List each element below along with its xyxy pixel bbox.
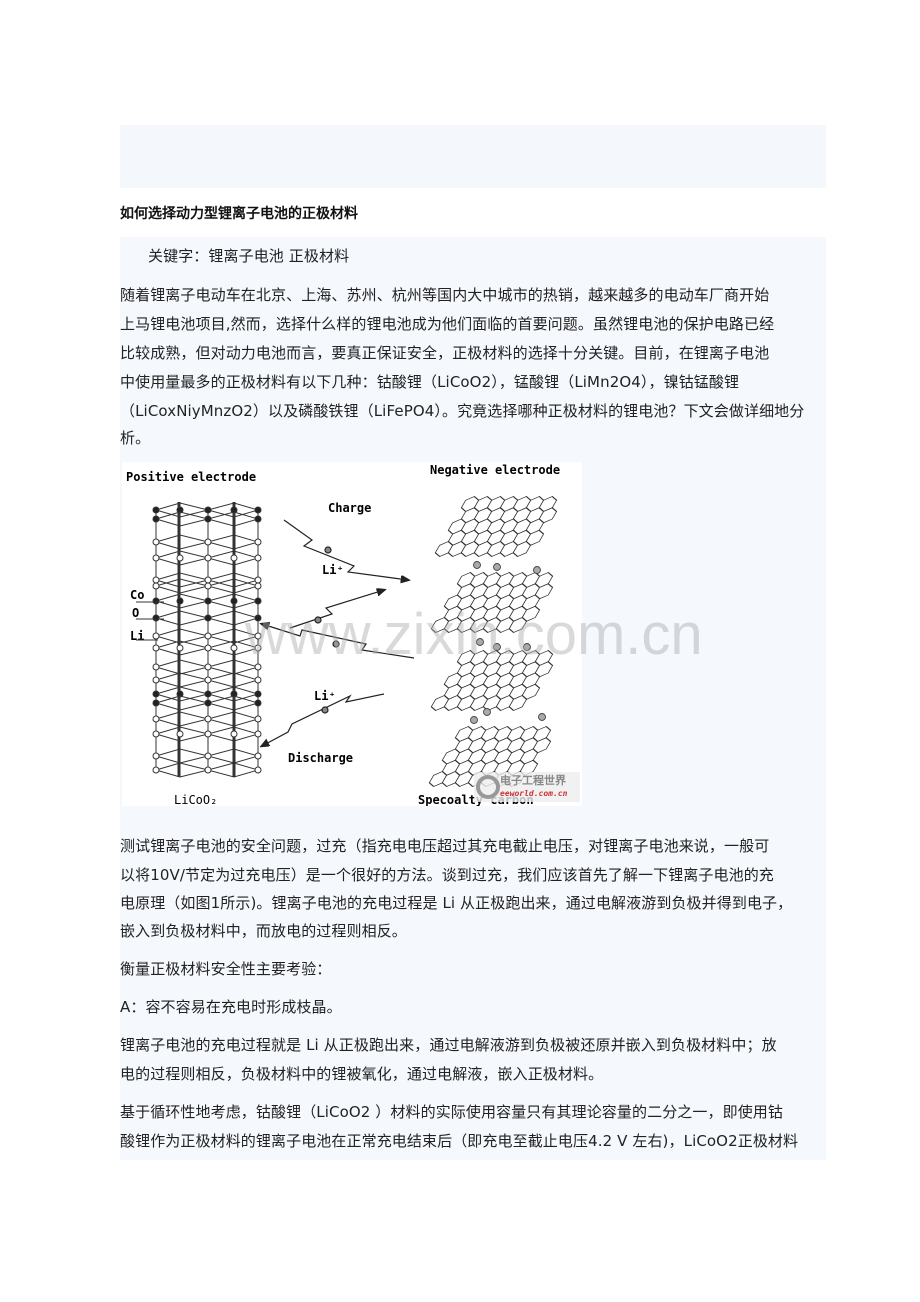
charge-discharge-diagram: Positive electrode Negative electrode Ch…: [122, 462, 582, 807]
text-line: A：容不容易在充电时形成枝晶。: [120, 998, 342, 1016]
text-line: 基于循环性地考虑，钴酸锂（LiCoO2 ）材料的实际使用容量只有其理论容量的二分…: [120, 1103, 783, 1121]
charge-label: Charge: [328, 501, 371, 515]
discharge-label: Discharge: [288, 751, 353, 765]
li-ion-label-bottom: Li⁺: [314, 689, 336, 703]
text-line: 衡量正极材料安全性主要考验：: [120, 960, 332, 978]
svg-text:电子工程世界: 电子工程世界: [500, 773, 566, 787]
text-line: 酸锂作为正极材料的锂离子电池在正常充电结束后（即充电至截止电压4.2 V 左右)…: [120, 1132, 799, 1150]
text-line: 测试锂离子电池的安全问题，过充（指充电电压超过其充电截止电压，对锂离子电池来说，…: [120, 837, 770, 855]
eeworld-logo: 电子工程世界 eeworld.com.cn: [474, 772, 580, 802]
text-line: 电的过程则相反，负极材料中的锂被氧化，通过电解液，嵌入正极材料。: [120, 1065, 604, 1083]
text-line: 锂离子电池的充电过程就是 Li 从正极跑出来，通过电解液游到负极被还原并嵌入到负…: [120, 1036, 777, 1054]
negative-electrode-label: Negative electrode: [430, 463, 560, 477]
article-body: 关键字：锂离子电池 正极材料 随着锂离子电动车在北京、上海、苏州、杭州等国内大中…: [120, 237, 826, 1160]
header-blank-box: [120, 125, 826, 188]
text-line: 比较成熟，但对动力电池而言，要真正保证安全，正极材料的选择十分关键。目前，在锂离…: [120, 344, 770, 362]
li-ion-label-top: Li⁺: [322, 563, 344, 577]
text-line: 嵌入到负极材料中，而放电的过程则相反。: [120, 922, 407, 940]
text-line: 电原理（如图1所示)。锂离子电池的充电过程是 Li 从正极跑出来，通过电解液游到…: [120, 894, 793, 912]
svg-text:eeworld.com.cn: eeworld.com.cn: [500, 789, 568, 798]
text-line: 中使用量最多的正极材料有以下几种：钴酸锂（LiCoO2），锰酸锂（LiMn2O4…: [120, 373, 740, 391]
text-line: 以将10V/节定为过充电压）是一个很好的方法。谈到过充，我们应该首先了解一下锂离…: [120, 866, 774, 884]
keywords-line: 关键字：锂离子电池 正极材料: [148, 247, 350, 265]
document-title: 如何选择动力型锂离子电池的正极材料: [120, 206, 358, 222]
text-line: 随着锂离子电动车在北京、上海、苏州、杭州等国内大中城市的热销，越来越多的电动车厂…: [120, 286, 770, 304]
positive-electrode-label: Positive electrode: [126, 470, 256, 484]
text-line: 上马锂电池项目,然而，选择什么样的锂电池成为他们面临的首要问题。虽然锂电池的保护…: [120, 315, 775, 333]
o-label: O: [132, 606, 139, 620]
text-line: （LiCoxNiyMnzO2）以及磷酸铁锂（LiFePO4）。究竟选择哪种正极材…: [120, 402, 805, 420]
co-label: Co: [130, 588, 144, 602]
li-label: Li: [130, 629, 144, 643]
licoo2-label: LiCoO₂: [174, 793, 217, 806]
text-line: 析。: [120, 429, 151, 447]
